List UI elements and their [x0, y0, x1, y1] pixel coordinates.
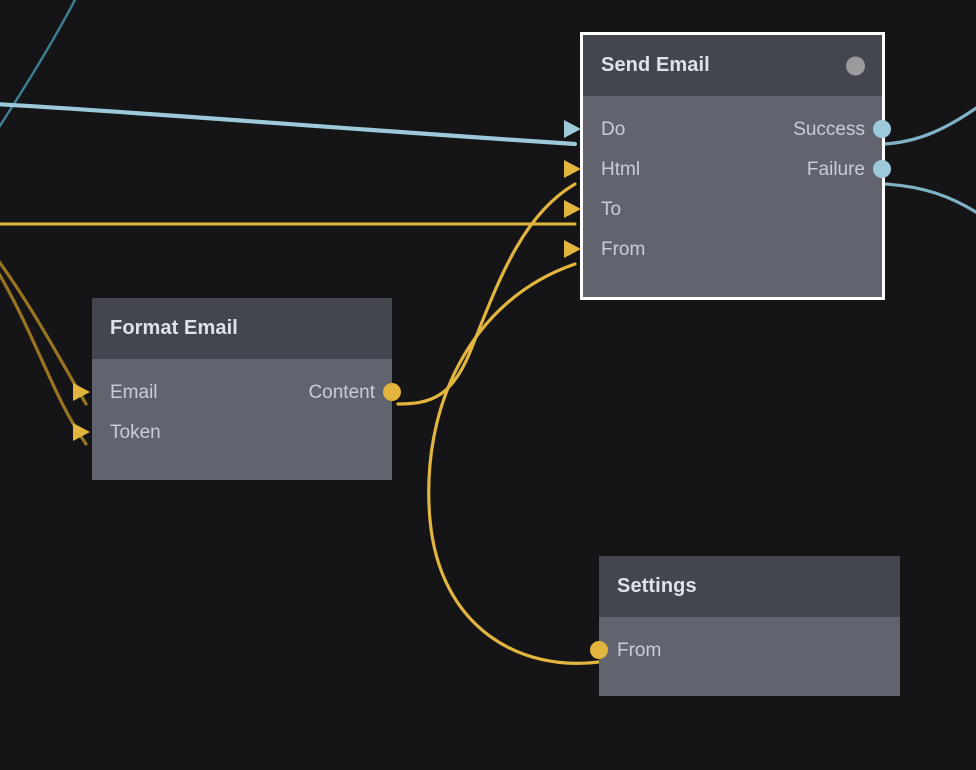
wire-token-in — [0, 272, 88, 446]
node-title-text: Send Email — [601, 54, 710, 76]
input-port-to-arrow-icon[interactable] — [564, 200, 581, 218]
wire-content-html — [396, 182, 577, 406]
node-body: Email Content Token — [73, 359, 401, 480]
node-title-text: Format Email — [110, 317, 238, 339]
input-port-html-label: Html — [601, 158, 641, 180]
node-title-bar[interactable]: Format Email — [92, 298, 392, 359]
input-port-do-label: Do — [601, 118, 626, 140]
wire-settings-from — [427, 262, 601, 665]
node-body: Do Success Html Failure To From — [564, 96, 891, 297]
port-row-do[interactable]: Do Success — [564, 109, 891, 149]
status-dot-icon[interactable] — [846, 56, 865, 75]
port-row-token[interactable]: Token — [73, 412, 392, 452]
wire-email-in — [0, 260, 88, 406]
input-port-email-label: Email — [110, 381, 158, 403]
node-title-bar[interactable]: Send Email — [583, 35, 882, 96]
output-port-success-label: Success — [793, 118, 865, 140]
wire-do — [0, 102, 578, 147]
port-row-settings-from[interactable]: From — [590, 630, 900, 670]
input-port-do-arrow-icon[interactable] — [564, 120, 581, 138]
input-port-from-label: From — [601, 238, 646, 260]
output-port-content-dot-icon[interactable] — [383, 383, 401, 401]
wire-offscreen-exec — [0, 0, 77, 128]
input-port-html-arrow-icon[interactable] — [564, 160, 581, 178]
node-title-text: Settings — [617, 575, 697, 597]
node-title-bar[interactable]: Settings — [599, 556, 900, 617]
output-port-failure-dot-icon[interactable] — [873, 160, 891, 178]
input-port-from-arrow-icon[interactable] — [564, 240, 581, 258]
node-settings[interactable]: Settings From — [590, 556, 900, 696]
output-port-from-dot-icon[interactable] — [590, 641, 608, 659]
input-port-email-arrow-icon[interactable] — [73, 383, 90, 401]
port-row-from[interactable]: From — [564, 229, 882, 269]
wire-failure-out — [882, 182, 976, 215]
node-format-email[interactable]: Format Email Email Content Token — [73, 298, 401, 480]
input-port-token-label: Token — [110, 421, 161, 443]
output-port-from-label: From — [617, 639, 662, 661]
port-row-html[interactable]: Html Failure — [564, 149, 891, 189]
port-row-to[interactable]: To — [564, 189, 882, 229]
wire-success-out — [882, 106, 976, 146]
node-body: From — [590, 617, 900, 696]
input-port-to-label: To — [601, 198, 622, 220]
output-port-failure-label: Failure — [806, 158, 865, 180]
output-port-content-label: Content — [308, 381, 375, 403]
node-send-email[interactable]: Send Email Do Success Html Failure To — [564, 32, 891, 300]
output-port-success-dot-icon[interactable] — [873, 120, 891, 138]
port-row-email[interactable]: Email Content — [73, 372, 401, 412]
input-port-token-arrow-icon[interactable] — [73, 423, 90, 441]
